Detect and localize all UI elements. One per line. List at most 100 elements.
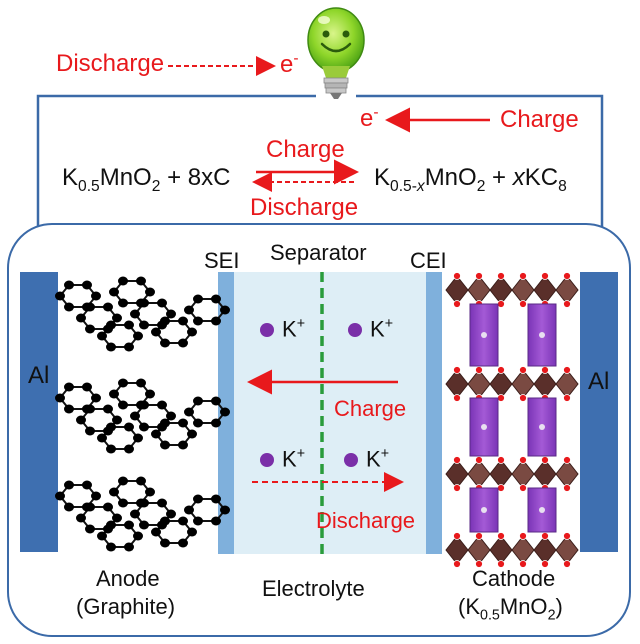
carbon-atom xyxy=(184,407,194,417)
cei-layer xyxy=(426,272,442,554)
carbon-atom xyxy=(193,294,203,304)
carbon-atom xyxy=(184,305,194,315)
carbon-atom xyxy=(91,291,101,301)
carbon-atom xyxy=(64,480,74,490)
oxygen-atom xyxy=(453,484,461,492)
oxygen-atom xyxy=(563,394,571,402)
carbon-atom xyxy=(157,400,167,410)
k-ion: K+ xyxy=(344,446,389,472)
carbon-atom xyxy=(109,389,119,399)
oxygen-atom xyxy=(497,532,505,540)
carbon-atom xyxy=(124,444,134,454)
carbon-atom xyxy=(130,509,140,519)
carbon-atom xyxy=(139,298,149,308)
cei-label: CEI xyxy=(410,248,447,273)
oxygen-atom xyxy=(497,560,505,568)
oxygen-atom xyxy=(541,560,549,568)
separator-label: Separator xyxy=(270,240,367,265)
carbon-atom xyxy=(145,389,155,399)
carbon-atom xyxy=(64,404,74,414)
oxygen-atom xyxy=(475,560,483,568)
carbon-atom xyxy=(136,378,146,388)
oxygen-atom xyxy=(563,560,571,568)
carbon-atom xyxy=(97,433,107,443)
carbon-atom xyxy=(124,542,134,552)
graphite-anode xyxy=(55,276,230,552)
anode-label: Anode xyxy=(96,566,160,591)
carbon-atom xyxy=(55,393,65,403)
k-ion: K+ xyxy=(348,316,393,342)
carbon-atom xyxy=(124,520,134,530)
oxygen-atom xyxy=(519,532,527,540)
carbon-atom xyxy=(124,320,134,330)
carbon-atom xyxy=(211,418,221,428)
cathode-label: Cathode xyxy=(472,566,556,591)
carbon-atom xyxy=(133,331,143,341)
carbon-atom xyxy=(184,505,194,515)
carbon-atom xyxy=(130,411,140,421)
oxygen-atom xyxy=(519,484,527,492)
oxygen-atom xyxy=(475,272,483,280)
oxygen-atom xyxy=(563,532,571,540)
electrolyte-label: Electrolyte xyxy=(262,576,365,601)
oxygen-atom xyxy=(497,456,505,464)
carbon-atom xyxy=(211,494,221,504)
carbon-atom xyxy=(109,487,119,497)
oxygen-atom xyxy=(563,366,571,374)
oxygen-atom xyxy=(453,560,461,568)
carbon-atom xyxy=(85,302,95,312)
carbon-atom xyxy=(178,440,188,450)
carbon-atom xyxy=(166,509,176,519)
carbon-atom xyxy=(76,415,86,425)
carbon-atom xyxy=(193,494,203,504)
carbon-atom xyxy=(145,287,155,297)
carbon-atom xyxy=(160,338,170,348)
carbon-atom xyxy=(112,513,122,523)
equation-right: K0.5-xMnO2 + xKC8 xyxy=(374,164,567,195)
oxygen-atom xyxy=(497,272,505,280)
carbon-atom xyxy=(157,498,167,508)
k-site xyxy=(539,507,545,513)
electrolyte-region xyxy=(218,272,442,554)
oxygen-atom xyxy=(519,560,527,568)
carbon-atom xyxy=(124,342,134,352)
k-ion: K+ xyxy=(260,316,305,342)
carbon-atom xyxy=(160,538,170,548)
carbon-atom xyxy=(103,302,113,312)
oxygen-atom xyxy=(453,300,461,308)
mno6-octahedron xyxy=(555,459,579,489)
oxygen-atom xyxy=(563,484,571,492)
oxygen-atom xyxy=(563,300,571,308)
carbon-atom xyxy=(178,538,188,548)
sei-label: SEI xyxy=(204,248,240,273)
carbon-atom xyxy=(91,491,101,501)
oxygen-atom xyxy=(475,532,483,540)
carbon-atom xyxy=(160,440,170,450)
oxygen-atom xyxy=(519,456,527,464)
oxygen-atom xyxy=(519,394,527,402)
carbon-atom xyxy=(136,476,146,486)
carbon-atom xyxy=(211,516,221,526)
carbon-atom xyxy=(106,342,116,352)
oxygen-atom xyxy=(541,272,549,280)
carbon-atom xyxy=(151,527,161,537)
carbon-atom xyxy=(76,513,86,523)
oxygen-atom xyxy=(453,456,461,464)
cathode-material-label: (K0.5MnO2) xyxy=(458,594,563,624)
cathode-structure xyxy=(445,272,579,568)
equation-discharge-label: Discharge xyxy=(250,194,359,221)
carbon-atom xyxy=(118,298,128,308)
carbon-atom xyxy=(124,422,134,432)
carbon-atom xyxy=(109,287,119,297)
oxygen-atom xyxy=(475,366,483,374)
oxygen-atom xyxy=(563,272,571,280)
top-electron-discharge: e- xyxy=(280,50,299,78)
carbon-atom xyxy=(193,396,203,406)
carbon-atom xyxy=(106,422,116,432)
carbon-atom xyxy=(187,429,197,439)
anode-material-label: (Graphite) xyxy=(76,594,176,619)
carbon-atom xyxy=(85,426,95,436)
oxygen-atom xyxy=(519,272,527,280)
carbon-atom xyxy=(178,516,188,526)
